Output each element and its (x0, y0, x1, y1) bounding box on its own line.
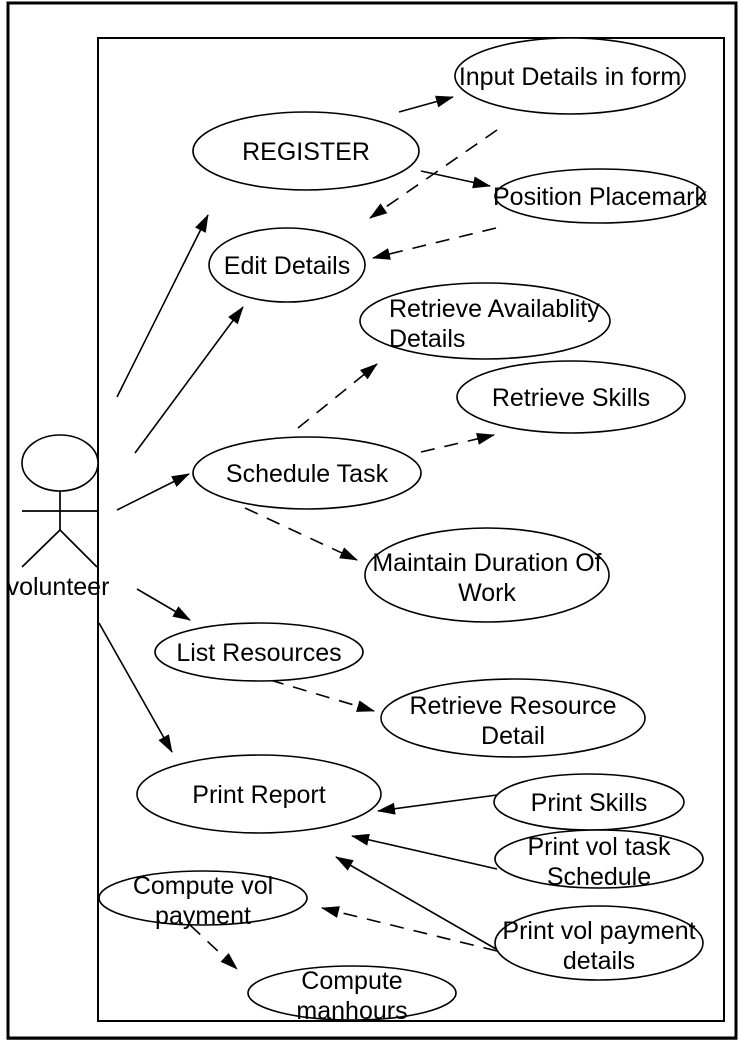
usecase-ellipse (380, 678, 646, 758)
usecase-ellipse (208, 227, 366, 303)
usecase-label: Compute (301, 967, 402, 995)
actor-limb (59, 529, 98, 568)
association-arrow-register--input-details-in-form (398, 95, 454, 113)
dependency-arrow-compute-vol-payment--compute-manhours (189, 924, 238, 970)
association-arrow-volunteer--register (116, 214, 209, 398)
dependency-arrow-schedule-task--retrieve-availablity-details (297, 363, 378, 429)
page-border (6, 1, 738, 1040)
usecase-label: REGISTER (242, 138, 370, 166)
system-boundary (97, 37, 725, 1022)
usecase-label: payment (155, 902, 251, 930)
association-arrow-print-vol-payment-details--print-report (335, 856, 497, 950)
usecase-label: Schedule Task (226, 460, 389, 488)
frame-layer (6, 1, 738, 1040)
usecase-ellipse (494, 905, 704, 981)
usecase-edit-details: Edit Details (208, 227, 366, 303)
usecase-label: List Resources (176, 639, 341, 667)
dependency-arrow-schedule-task--maintain-duration-of-work (244, 507, 358, 561)
usecase-label: Input Details in form (459, 63, 681, 91)
usecase-label: Print vol task (527, 833, 671, 861)
usecase-label: Retrieve Availablity (389, 295, 600, 323)
usecase-ellipse (98, 870, 308, 926)
usecase-ellipse (454, 37, 686, 115)
usecase-label: Print vol payment (502, 917, 695, 945)
usecase-label: Work (458, 579, 516, 607)
usecase-label: Position Placemark (493, 183, 707, 211)
usecase-print-report: Print Report (136, 754, 382, 834)
association-arrow-volunteer--print-report (98, 622, 173, 753)
usecase-label: Retrieve Resource (409, 692, 616, 720)
usecase-label: Details (389, 325, 465, 353)
usecase-ellipse (456, 360, 686, 434)
usecase-ellipse (494, 829, 704, 889)
usecase-schedule-task: Schedule Task (192, 436, 422, 510)
usecase-label: Print Report (192, 781, 325, 809)
association-arrow-register--position-placemark (420, 170, 491, 189)
usecase-label: Maintain Duration Of (372, 549, 601, 577)
actor-label: volunteer (7, 573, 110, 601)
usecase-ellipse (359, 282, 611, 360)
association-arrow-print-vol-task-schedule--print-report (351, 833, 498, 870)
association-arrow-volunteer--list-resources (136, 588, 191, 621)
usecase-list-resources: List Resources (154, 622, 364, 682)
usecase-ellipse (154, 622, 364, 682)
usecase-label: Retrieve Skills (492, 384, 650, 412)
usecase-ellipse (247, 965, 457, 1021)
edges-layer (98, 95, 498, 970)
usecase-label: Schedule (547, 863, 651, 891)
usecase-retrieve-skills: Retrieve Skills (456, 360, 686, 434)
usecase-ellipse (364, 527, 610, 623)
usecase-register: REGISTER (192, 111, 420, 191)
actor-limb (21, 529, 61, 568)
usecase-label: Compute vol (133, 872, 273, 900)
usecase-print-skills: Print Skills (493, 773, 685, 831)
usecase-ellipse (494, 168, 706, 224)
actor-layer: volunteer (7, 434, 110, 601)
actor-head-icon (21, 434, 99, 492)
association-arrow-print-skills--print-report (377, 794, 498, 815)
usecase-ellipse (192, 436, 422, 510)
usecase-input-details-in-form: Input Details in form (454, 37, 686, 115)
usecase-label: details (563, 947, 635, 975)
dependency-arrow-print-vol-payment-details--compute-vol-payment (321, 906, 498, 952)
usecase-label: Print Skills (531, 789, 648, 817)
association-arrow-volunteer--schedule-task (116, 473, 190, 511)
actor-volunteer: volunteer (7, 434, 110, 601)
usecase-label: Edit Details (224, 252, 350, 280)
usecase-ellipse (136, 754, 382, 834)
usecase-label: Detail (481, 722, 545, 750)
dependency-arrow-list-resources--retrieve-resource-detail (269, 679, 375, 712)
association-arrow-volunteer--edit-details (134, 306, 244, 454)
usecase-label: manhours (296, 997, 407, 1025)
usecase-position-placemark: Position Placemark (493, 168, 707, 224)
dependency-arrow-input-details-in-form--edit-details (369, 129, 498, 219)
dependency-arrow-schedule-task--retrieve-skills (420, 433, 495, 453)
dependency-arrow-position-placemark--edit-details (372, 227, 497, 260)
usecase-ellipse (192, 111, 420, 191)
